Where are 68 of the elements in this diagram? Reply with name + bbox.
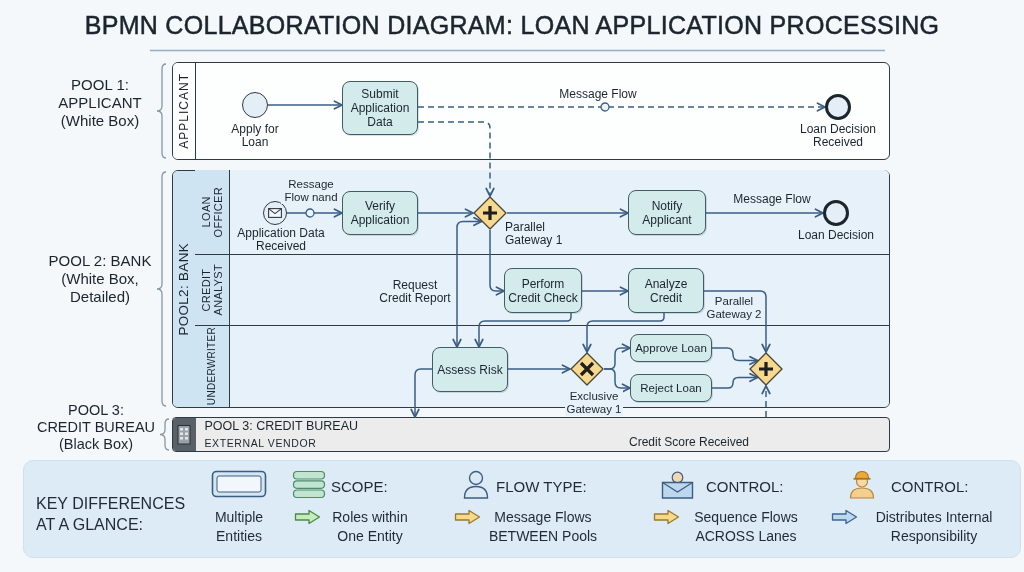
key-text: Distributes Internal Responsibility	[874, 508, 994, 546]
arrow	[603, 368, 631, 393]
lane-name: LOAN OFFICER	[200, 186, 224, 238]
gateway-label: Exclusive Gateway 1	[565, 390, 623, 416]
pool-subtitle: EXTERNAL VENDOR	[204, 435, 317, 450]
arrow	[507, 364, 571, 374]
pool-name: POOL 3: CREDIT BUREAU	[204, 418, 358, 433]
task-box: Perform Credit Check	[504, 268, 582, 313]
pool-name: APPLICANT	[178, 73, 190, 149]
event-label: Loan Decision Received	[798, 123, 878, 149]
task-box: Assess Risk	[432, 347, 508, 392]
event-label: Loan Decision	[796, 229, 876, 242]
arrow	[506, 208, 629, 218]
key-heading: FLOW TYPE:	[496, 478, 588, 496]
arrow	[489, 229, 505, 296]
arrow	[474, 312, 572, 348]
arrow	[581, 286, 629, 296]
task-box: Approve Loan	[630, 334, 712, 362]
task-box: Analyze Credit	[628, 268, 704, 313]
arrow	[711, 372, 759, 389]
dashed-arrow	[417, 102, 826, 112]
arrow	[267, 100, 343, 110]
lane-name: UNDERWRITER	[206, 327, 218, 406]
task-box: Verify Application	[342, 191, 418, 235]
key-panel	[23, 460, 1021, 558]
event-label: Apply for Loan	[230, 123, 280, 149]
arrow	[417, 208, 474, 218]
pool	[172, 417, 890, 452]
parallel-gateway	[473, 196, 507, 230]
task-box: Submit Application Data	[342, 81, 418, 135]
arrow	[582, 312, 665, 353]
swimlane	[195, 254, 889, 325]
double-headed-arrow	[452, 216, 483, 348]
dashed-arrow	[761, 385, 771, 418]
key-heading: CONTROL:	[891, 478, 970, 496]
parallel-gateway	[749, 352, 783, 386]
key-text: Message Flows BETWEEN Pools	[487, 508, 599, 546]
swimlane	[195, 170, 889, 254]
edge-label: Request Credit Report	[377, 279, 453, 305]
start-event	[242, 92, 268, 118]
end-event	[825, 94, 851, 120]
end-event	[823, 200, 849, 226]
pool-name: POOL2: BANK	[178, 242, 190, 336]
arrow	[705, 208, 824, 218]
pool	[172, 62, 890, 160]
message-start-event	[263, 201, 287, 225]
key-text: Roles within One Entity	[331, 508, 409, 546]
panel-heading: KEY DIFFERENCES AT A GLANCE:	[36, 494, 187, 535]
exclusive-gateway	[570, 352, 604, 386]
task-box: Reject Loan	[630, 374, 712, 402]
arrow	[703, 290, 771, 353]
pool-label: POOL 2: BANK (White Box, Detailed)	[47, 252, 153, 306]
key-text: Sequence Flows ACROSS Lanes	[693, 508, 799, 546]
pool-label: POOL 3: CREDIT BUREAU (Black Box)	[35, 402, 157, 453]
arrow	[286, 208, 343, 218]
key-heading: CONTROL:	[706, 478, 785, 496]
dashed-arrow	[417, 121, 495, 197]
gateway-label: Parallel Gateway 2	[705, 295, 763, 321]
title: BPMN COLLABORATION DIAGRAM: LOAN APPLICATION PROCESSING	[84, 10, 940, 41]
arrow	[711, 347, 759, 366]
pool-label: POOL 1: APPLICANT (White Box)	[57, 76, 143, 130]
key-heading: SCOPE:	[331, 478, 389, 496]
task-box: Notify Applicant	[628, 190, 706, 235]
event-label: Application Data Received	[236, 227, 326, 253]
key-text: Multiple Entities	[213, 508, 265, 546]
arrow	[410, 368, 433, 418]
lane-name: CREDIT ANALYST	[200, 264, 224, 316]
gateway-label: Parallel Gateway 1	[505, 221, 564, 247]
